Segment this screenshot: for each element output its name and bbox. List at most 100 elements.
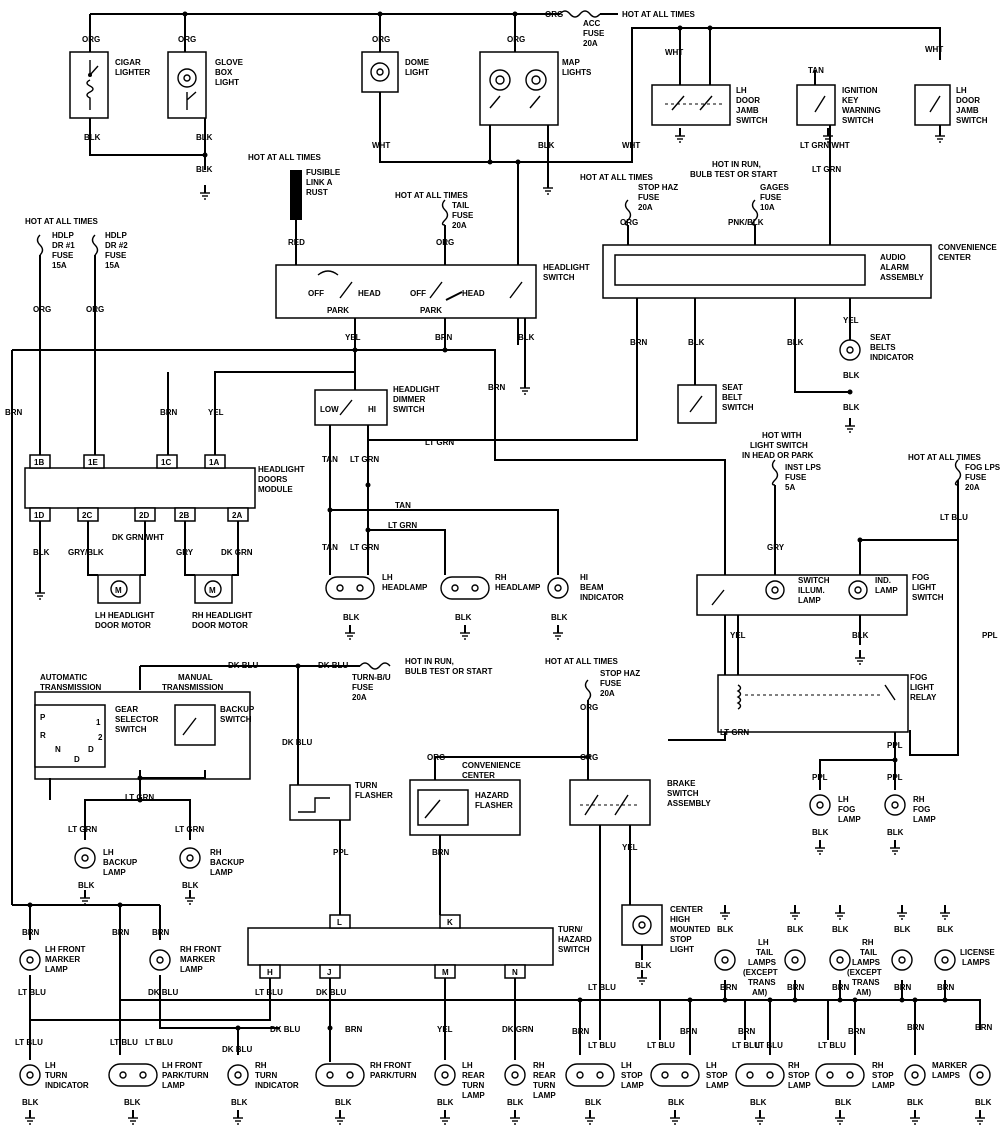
hazard-flasher-box	[417, 789, 469, 826]
dual-lamp-icon	[108, 1063, 158, 1087]
lh-door-jamb-switch-box	[651, 84, 731, 126]
wire-label: DK BLU	[148, 988, 178, 997]
chmsl-1: CENTER	[670, 905, 703, 914]
gear-n: N	[55, 745, 61, 754]
sw-head-2: HEAD	[462, 289, 485, 298]
lamp-filament-icon	[596, 1071, 604, 1079]
dome-light-box	[361, 51, 399, 93]
lh-stop-1c: LAMP	[621, 1081, 644, 1090]
wire-label: BLK	[688, 338, 705, 347]
lh-tail-5: TRANS	[748, 978, 776, 987]
pin-2d: 2D	[139, 511, 149, 520]
wire-label: BLK	[907, 1098, 924, 1107]
lamp-filament-icon	[661, 1071, 669, 1079]
seat-belts-ind-3: INDICATOR	[870, 353, 914, 362]
lh-stop-1a: LH	[621, 1061, 632, 1070]
wire-label: BLK	[717, 925, 734, 934]
lamp-filament-icon	[471, 584, 479, 592]
rh-front-marker-2: MARKER	[180, 955, 215, 964]
wire-label: DK GRN	[221, 548, 253, 557]
turn-flasher-1: TURN	[355, 781, 377, 790]
gear-p: P	[40, 713, 46, 722]
lamp-filament-icon	[854, 586, 862, 594]
acc-fuse-label-2: FUSE	[583, 29, 605, 38]
lamp-filament-icon	[791, 956, 799, 964]
hdm-1: HEADLIGHT	[258, 465, 305, 474]
lamp-filament-icon	[891, 801, 899, 809]
pin-1a: 1A	[209, 458, 219, 467]
sw-off-2: OFF	[410, 289, 426, 298]
wire-label: BLK	[937, 925, 954, 934]
top-org-label: ORG	[545, 10, 563, 19]
sw-illum-2: ILLUM.	[798, 586, 825, 595]
lh-headlamp-1: LH	[382, 573, 393, 582]
lamp-bulb-icon	[714, 949, 736, 971]
wire-label: DK GRN/WHT	[112, 533, 164, 542]
lamp-filament-icon	[234, 1071, 242, 1079]
hl-switch-1: HEADLIGHT	[543, 263, 590, 272]
wire-label: LT BLU	[588, 983, 616, 992]
wire-label: BLK	[437, 1098, 454, 1107]
lh-tail-6: AM)	[752, 988, 767, 997]
audio-3: ASSEMBLY	[880, 273, 924, 282]
turn-haz-1: TURN/	[558, 925, 583, 934]
inst-lps-3: 5A	[785, 483, 795, 492]
wire-label: PPL	[812, 773, 828, 782]
wire-label: BRN	[937, 983, 955, 992]
wire-label: PPL	[982, 631, 998, 640]
lh-door-jamb-3: JAMB	[736, 106, 759, 115]
wire-label: BLK	[538, 141, 555, 150]
gear-r: R	[40, 731, 46, 740]
acc-fuse-label-3: 20A	[583, 39, 598, 48]
lh-door-jamb-4: SWITCH	[736, 116, 768, 125]
wire-label: BRN	[432, 848, 450, 857]
wire-label: LT GRN	[388, 521, 417, 530]
wire-label: BLK	[812, 828, 829, 837]
wire-label: LT BLU	[732, 1041, 760, 1050]
lh-rear-turn-4: LAMP	[462, 1091, 485, 1100]
wire-label: ORG	[507, 35, 525, 44]
ign-key-1: IGNITION	[842, 86, 878, 95]
backup-switch-box	[174, 704, 216, 746]
lamp-filament-icon	[576, 1071, 584, 1079]
lh-front-park-3: LAMP	[162, 1081, 185, 1090]
fog-relay-3: RELAY	[910, 693, 937, 702]
lh-fog-1: LH	[838, 795, 849, 804]
stop-haz-top-3: 20A	[638, 203, 653, 212]
wire-label: ORG	[86, 305, 104, 314]
wire-label: WHT	[622, 141, 640, 150]
gear-d2: D	[74, 755, 80, 764]
wire-label: PNK/BLK	[728, 218, 764, 227]
hi-beam-3: INDICATOR	[580, 593, 624, 602]
fog-relay-2: LIGHT	[910, 683, 934, 692]
map-lights-box	[479, 51, 559, 126]
pin-n: N	[512, 968, 518, 977]
wire-label: BLK	[455, 613, 472, 622]
lh-fog-2: FOG	[838, 805, 855, 814]
wire-label: TAN	[322, 455, 338, 464]
gages-1: GAGES	[760, 183, 790, 192]
wire-label: GRY/BLK	[68, 548, 104, 557]
dual-lamp-icon	[735, 1063, 785, 1087]
wire-label: BLK	[84, 133, 101, 142]
wire-label: DK BLU	[270, 1025, 300, 1034]
wire-label: BRN	[848, 1027, 866, 1036]
chmsl-4: STOP	[670, 935, 692, 944]
wire-label: BRN	[738, 1027, 756, 1036]
stop-haz-top-2: FUSE	[638, 193, 660, 202]
lh-tail-3: LAMPS	[748, 958, 777, 967]
stop-haz-top-1: STOP HAZ	[638, 183, 678, 192]
lamp-bulb-icon	[904, 1064, 926, 1086]
license-2: LAMPS	[962, 958, 991, 967]
wire-label: BLK	[335, 1098, 352, 1107]
dual-lamp-icon	[650, 1063, 700, 1087]
ignition-key-warning-switch-box	[796, 84, 836, 126]
wire-label: BRN	[22, 928, 40, 937]
gear-sel-3: SWITCH	[115, 725, 147, 734]
lamp-filament-icon	[511, 1071, 519, 1079]
pin-m: M	[442, 968, 449, 977]
rh-backup-3: LAMP	[210, 868, 233, 877]
wire-label: YEL	[208, 408, 224, 417]
wire-label: BLK	[507, 1098, 524, 1107]
lamp-bulb-icon	[765, 580, 785, 600]
